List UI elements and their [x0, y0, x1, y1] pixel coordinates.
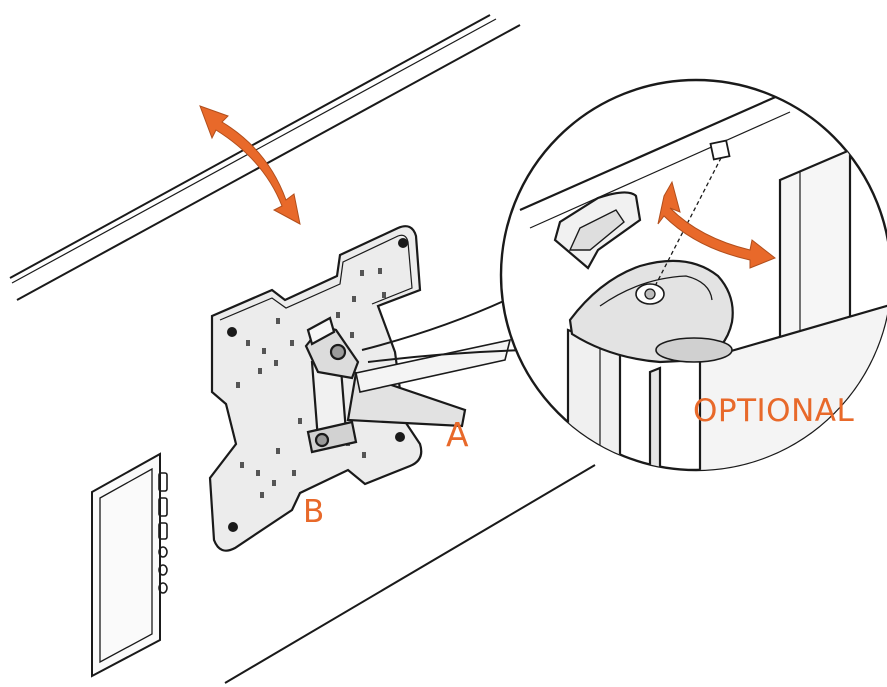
port-connectors [158, 472, 168, 594]
tv-port-panel [91, 452, 168, 678]
wall-anchor-square [709, 139, 731, 161]
label-b: B [303, 494, 325, 530]
detail-callout [499, 78, 887, 472]
swivel-knuckle [568, 259, 734, 364]
label-a: A [446, 415, 469, 454]
label-optional: OPTIONAL [693, 393, 855, 429]
double-headed-curved-arrow-icon [199, 105, 301, 225]
rotation-arrow-small [657, 180, 776, 269]
double-headed-curved-arrow-icon [657, 180, 776, 269]
screw-icon [635, 283, 665, 305]
pivot-bolt-bottom [314, 432, 330, 448]
plate-slots [236, 268, 386, 498]
plate-mounting-holes [227, 238, 408, 532]
rotation-arrow-large [199, 105, 301, 225]
callout-connector [361, 299, 529, 363]
pivot-bolt-top [329, 343, 347, 361]
